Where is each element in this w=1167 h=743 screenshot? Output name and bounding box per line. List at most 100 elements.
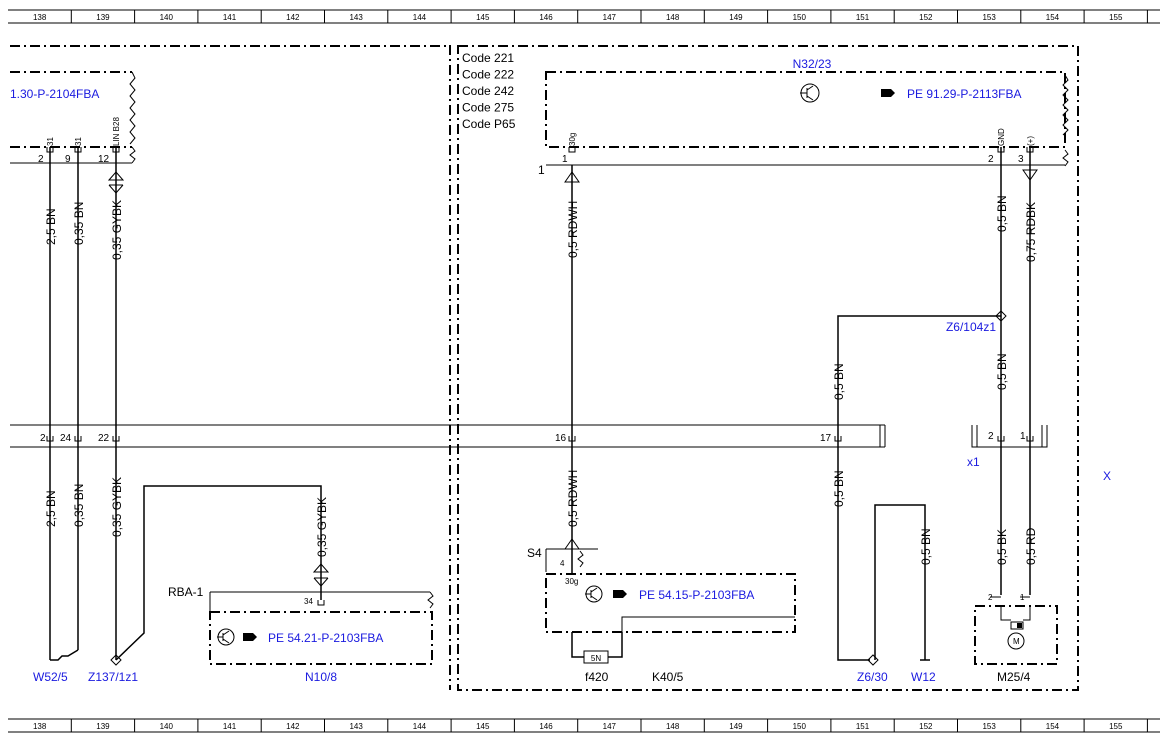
pin-label: 30g [565, 577, 578, 586]
ruler-cell: 138 [33, 722, 47, 731]
ruler-cell: 140 [160, 722, 174, 731]
wire-label: 0,35 GYBK [110, 200, 124, 260]
ruler-cell: 147 [603, 722, 617, 731]
x1-connector [971, 425, 1048, 448]
ruler-cell: 142 [286, 722, 300, 731]
ruler-cell: 140 [160, 13, 174, 22]
ruler-cell: 143 [349, 722, 363, 731]
label-z6-104: Z6/104z1 [946, 320, 996, 334]
ruler-cell: 138 [33, 13, 47, 22]
label-rba: RBA-1 [168, 585, 204, 599]
wire-label: 0,35 BN [72, 484, 86, 527]
ruler-cell: 143 [349, 13, 363, 22]
pin-label: 22 [98, 433, 110, 444]
wire-label: 0,35 BN [72, 202, 86, 245]
ruler-cell: 149 [729, 722, 743, 731]
label-x1: x1 [967, 455, 980, 469]
ruler-cell: 148 [666, 13, 680, 22]
ruler-cell: 154 [1046, 13, 1060, 22]
wire-label: 0,5 BN [995, 353, 1009, 390]
ruler-cell: 144 [413, 722, 427, 731]
ruler-cell: 152 [919, 13, 933, 22]
pin-label: 2 [988, 431, 994, 442]
ruler-cell: 148 [666, 722, 680, 731]
ruler-cell: 141 [223, 722, 237, 731]
pin-label: 31 [74, 137, 83, 146]
label-k40: K40/5 [652, 670, 684, 684]
pin-label: 1 [562, 154, 568, 165]
wire-label: 2,5 BN [44, 208, 58, 245]
ref-k40: PE 54.15-P-2103FBA [639, 588, 754, 602]
ruler-cell: 153 [982, 722, 996, 731]
label-f420: f420 [585, 670, 609, 684]
pin-label: 30g [568, 133, 577, 146]
code-label: Code 242 [462, 84, 514, 98]
ruler-cell: 151 [856, 13, 870, 22]
label-w52: W52/5 [33, 670, 68, 684]
code-label: Code 275 [462, 101, 514, 115]
code-label: Code P65 [462, 117, 516, 131]
ref-n32: PE 91.29-P-2113FBA [907, 87, 1022, 101]
ruler-cell: 147 [603, 13, 617, 22]
ref-left-top: 1.30-P-2104FBA [10, 87, 99, 101]
wire-label: 0,5 BN [995, 195, 1009, 232]
pin-label: 4 [560, 559, 565, 568]
fuse-f420 [583, 650, 609, 664]
wire-label: 0,5 RD [1024, 527, 1038, 565]
pin-label: M [1013, 637, 1020, 646]
label-w12: W12 [911, 670, 936, 684]
wire-label: 0,5 BN [832, 363, 846, 400]
pin-label: 2 [40, 433, 46, 444]
ruler-cell: 139 [96, 722, 110, 731]
wire-label: 0,75 RDBK [1024, 202, 1038, 262]
pin-label: 31 [46, 137, 55, 146]
ruler-cell: 151 [856, 722, 870, 731]
wire-label: 0,35 GYBK [315, 497, 329, 557]
pointing-hand-icon [881, 89, 895, 97]
ruler-cell: 146 [539, 13, 553, 22]
pin-label: 1 [538, 163, 545, 177]
ruler-cell: 145 [476, 13, 490, 22]
label-x: X [1103, 469, 1111, 483]
wire-label: 0,5 BN [832, 470, 846, 507]
ruler-cell: 141 [223, 13, 237, 22]
pin-label: 16 [555, 433, 567, 444]
pin-label: 9 [65, 154, 71, 165]
ruler-cell: 142 [286, 13, 300, 22]
label-n32: N32/23 [793, 57, 832, 71]
pin-label: 2 [38, 154, 44, 165]
n32-module [545, 71, 1066, 148]
ruler-cell: 145 [476, 722, 490, 731]
ruler-cell: 139 [96, 13, 110, 22]
pin-label: 3 [1018, 154, 1024, 165]
wire-label: 0,5 RDWH [566, 201, 580, 258]
label-z137: Z137/1z1 [88, 670, 138, 684]
wire-label: 0,35 GYBK [110, 477, 124, 537]
pin-label: 1 [1020, 431, 1026, 442]
wire-label: 2,5 BN [44, 490, 58, 527]
ruler-cell: 155 [1109, 13, 1123, 22]
label-fuse: 5N [591, 654, 601, 663]
ruler-cell: 154 [1046, 722, 1060, 731]
wire-label: 0,5 BK [995, 529, 1009, 565]
wire-label: 0,5 BN [919, 528, 933, 565]
code-label: Code 221 [462, 51, 514, 65]
pin-label: 17 [820, 433, 832, 444]
pin-label: 1 [1020, 593, 1025, 602]
m25-module [974, 605, 1058, 665]
ruler-cell: 152 [919, 722, 933, 731]
k40-module [545, 573, 796, 633]
wire-label: 0,5 RDWH [566, 470, 580, 527]
pin-label: 2 [988, 154, 994, 165]
label-n10: N10/8 [305, 670, 337, 684]
ruler-cell: 155 [1109, 722, 1123, 731]
pin-label: LIN B28 [112, 117, 121, 146]
pin-label: GND [997, 128, 1006, 146]
n10-module [209, 611, 433, 665]
pin-label: 24 [60, 433, 72, 444]
ruler-cell: 149 [729, 13, 743, 22]
ruler-cell: 153 [982, 13, 996, 22]
